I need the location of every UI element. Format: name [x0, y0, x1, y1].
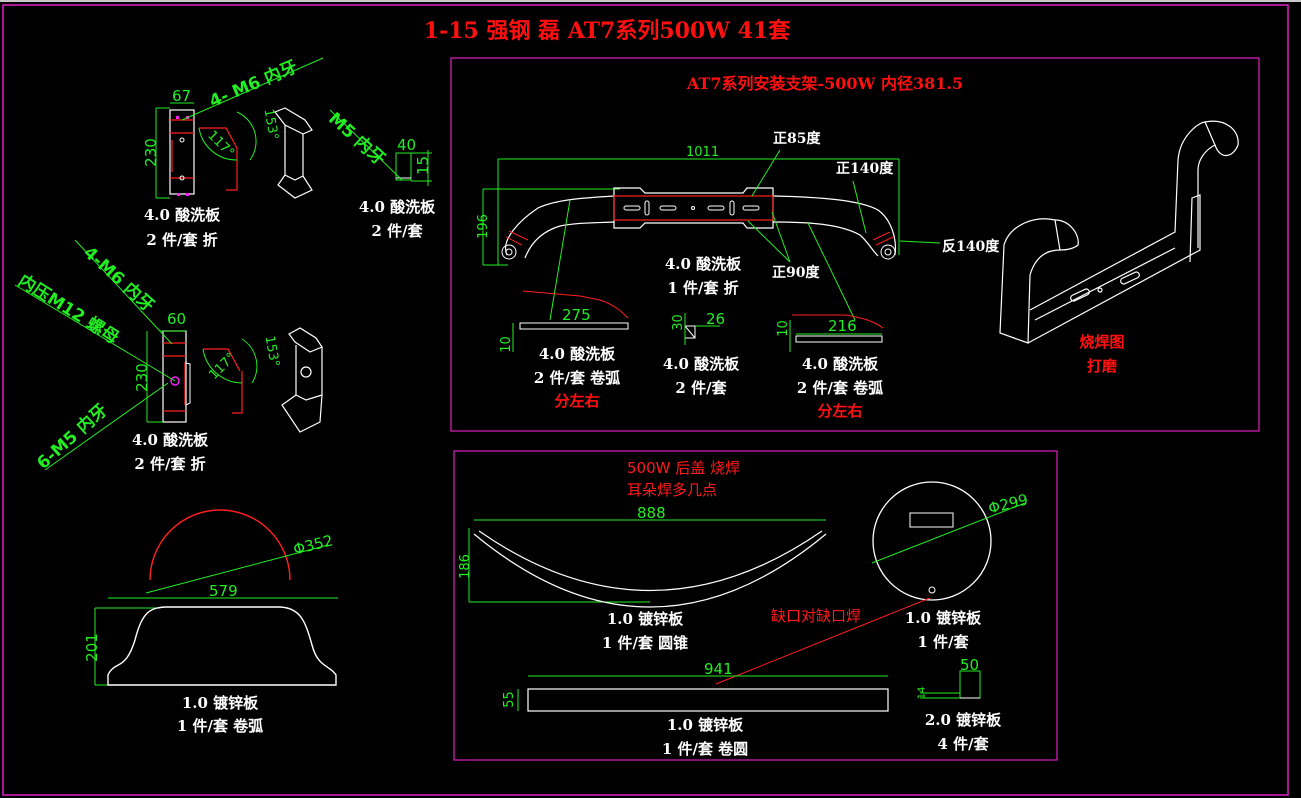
clip-width-dim: 50 [960, 656, 980, 674]
band-qty: 1 件/套 卷圆 [661, 740, 749, 758]
bend-note-pos85: 正85度 [773, 131, 821, 147]
part1-qty: 2 件/套 折 [146, 231, 218, 249]
strip-right-note: 分左右 [817, 402, 863, 420]
part1-bend-angle-view [198, 111, 257, 191]
part1b-small-view [329, 109, 432, 186]
bracket-iso-view [999, 120, 1239, 344]
gusset-qty: 2 件/套 [675, 379, 727, 397]
part1-material: 4.0 酸洗板 [143, 206, 221, 224]
gap-weld-note: 缺口对缺口焊 [771, 607, 862, 625]
bracket-panel-title: AT7系列安装支架-500W 内径381.5 [686, 74, 964, 93]
bracket-width-dim: 1011 [686, 145, 720, 160]
cover-panel-frame [453, 450, 1058, 761]
disc-qty: 1 件/套 [917, 633, 969, 651]
strip-left-thick-dim: 10 [498, 336, 514, 353]
gusset-view [684, 313, 720, 345]
iso-grind-note: 打磨 [1086, 357, 1118, 375]
part1b-width-dim: 40 [397, 136, 417, 154]
bracket-qty: 1 件/套 折 [667, 279, 739, 297]
band-view [517, 675, 889, 712]
part2-flat-view [14, 239, 191, 471]
cover-note-1: 500W 后盖 烧焊 [627, 459, 740, 477]
bend-note-pos90: 正90度 [772, 265, 820, 281]
strip-right-length-dim: 216 [828, 317, 857, 335]
part2-width-dim: 60 [167, 310, 187, 328]
strip-left-qty: 2 件/套 卷弧 [533, 369, 621, 387]
clip-view [920, 670, 981, 699]
strip-left-length-dim: 275 [562, 306, 591, 324]
strip-left-view [512, 290, 629, 352]
arc-height-dim: 186 [457, 554, 473, 579]
band-height-dim: 55 [501, 691, 517, 708]
part1-height-dim: 230 [141, 138, 160, 167]
clip-qty: 4 件/套 [937, 735, 989, 753]
viewport-top-edge [0, 0, 1301, 2]
bracket-material: 4.0 酸洗板 [664, 255, 742, 273]
sheet-frame [2, 4, 1289, 796]
band-material: 1.0 镀锌板 [666, 716, 744, 734]
strip-right-material: 4.0 酸洗板 [801, 355, 879, 373]
part3-material: 1.0 镀锌板 [181, 694, 259, 712]
part3-height-dim: 201 [82, 633, 101, 662]
strip-right-thick-dim: 10 [775, 320, 791, 337]
clip-material: 2.0 镀锌板 [924, 711, 1002, 729]
part1-flat-view [155, 57, 324, 199]
gusset-h-dim: 30 [670, 314, 686, 331]
band-length-dim: 941 [704, 660, 733, 678]
part1b-qty: 2 件/套 [371, 222, 423, 240]
part3-views [94, 509, 338, 686]
strip-left-material: 4.0 酸洗板 [538, 345, 616, 363]
part2-material: 4.0 酸洗板 [131, 431, 209, 449]
part2-iso-view [281, 327, 323, 433]
arc-width-dim: 888 [637, 504, 666, 522]
arc-qty: 1 件/套 圆锥 [601, 634, 689, 652]
gap-weld-leader [715, 597, 931, 685]
strip-right-qty: 2 件/套 卷弧 [796, 379, 884, 397]
cover-note-2: 耳朵焊多几点 [627, 481, 718, 499]
gusset-material: 4.0 酸洗板 [662, 355, 740, 373]
clip-height-dim: 14 [916, 686, 928, 700]
strip-left-note: 分左右 [554, 392, 600, 410]
iso-weld-note: 烧焊图 [1079, 333, 1125, 351]
bracket-flat-view [482, 149, 941, 321]
part2-qty: 2 件/套 折 [134, 455, 206, 473]
part3-qty: 1 件/套 卷弧 [176, 717, 264, 735]
cover-disc-view [871, 481, 1026, 601]
part1-iso-view [274, 107, 313, 199]
arc-material: 1.0 镀锌板 [606, 610, 684, 628]
part1-width-dim: 67 [172, 87, 192, 105]
disc-material: 1.0 镀锌板 [904, 609, 982, 627]
part1b-height-dim: 15 [414, 155, 433, 176]
part1b-material: 4.0 酸洗板 [358, 198, 436, 216]
part3-width-dim: 579 [209, 582, 238, 600]
cover-arc-view [468, 519, 827, 608]
bracket-panel-frame [450, 57, 1260, 432]
gusset-w-dim: 26 [706, 310, 726, 328]
part2-bend-angle-view [202, 338, 258, 414]
bracket-height-dim: 196 [475, 214, 491, 239]
sheet-title: 1-15 强钢 磊 AT7系列500W 41套 [423, 18, 791, 44]
bend-note-pos140: 正140度 [836, 161, 894, 177]
part2-height-dim: 230 [132, 363, 151, 392]
bend-note-neg140: 反140度 [942, 239, 1000, 255]
strip-right-view [789, 314, 884, 352]
